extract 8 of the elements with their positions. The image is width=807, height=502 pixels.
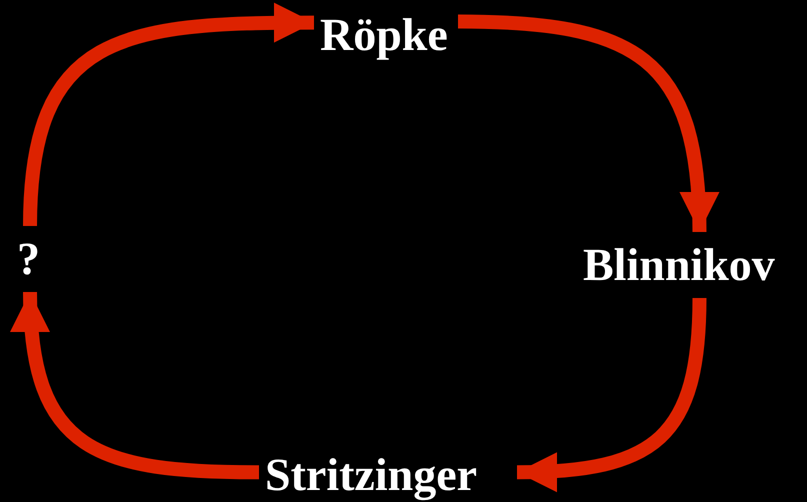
node-label: Stritzinger (265, 448, 511, 502)
curved-arrow (516, 298, 706, 492)
curved-arrow (458, 14, 718, 232)
node-label: Blinnikov (583, 238, 807, 292)
node-label: ? (17, 232, 43, 286)
node-label: Röpke (320, 8, 452, 62)
curved-arrow (12, 292, 260, 480)
curved-arrow (23, 2, 314, 226)
